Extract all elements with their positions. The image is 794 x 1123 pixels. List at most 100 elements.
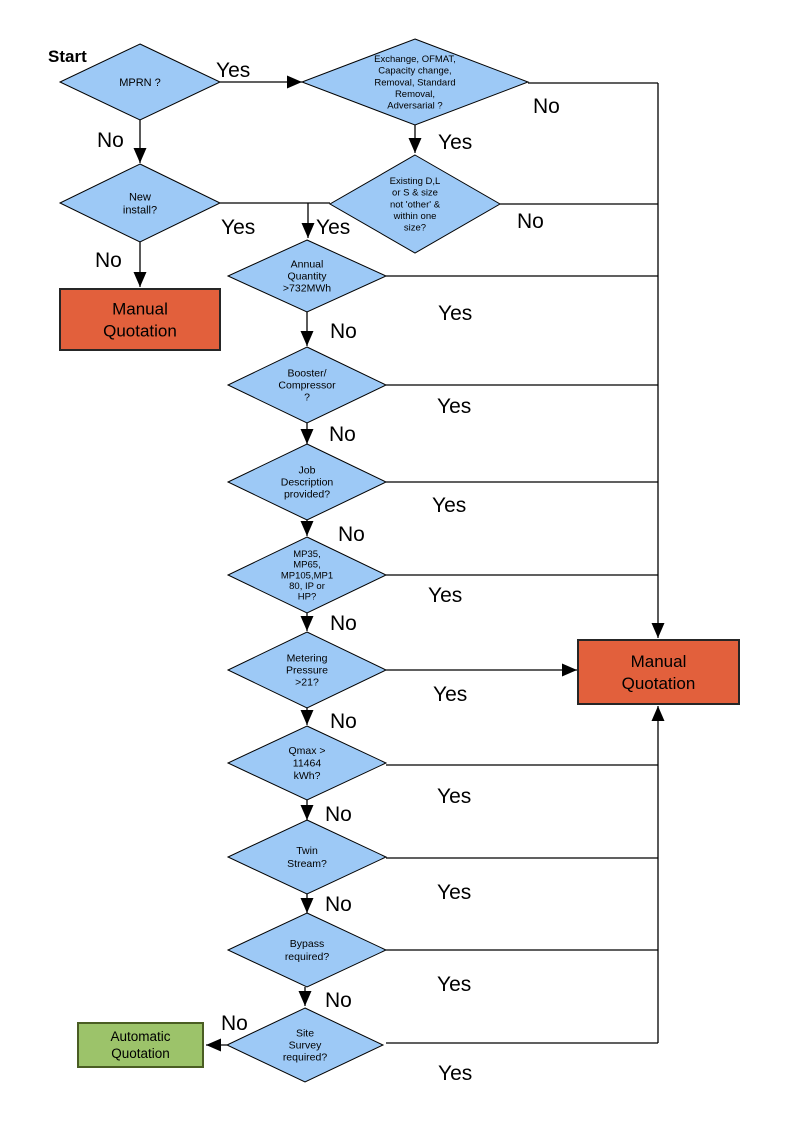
- exchange-diamond: [300, 38, 530, 126]
- edge-label-site-yes: Yes: [438, 1062, 472, 1085]
- edge-label-mp-no: No: [330, 612, 357, 635]
- edge-jobdesc-no-arrowhead-icon: [300, 521, 314, 536]
- edge-metering-no-arrowhead-icon: [300, 710, 314, 725]
- twin-stream-label-line: Stream?: [287, 858, 327, 870]
- mp-tier-label-line: 80, IP or: [289, 581, 325, 592]
- automatic-quotation-label-line: Quotation: [111, 1046, 170, 1061]
- edge-label-annual-no: No: [330, 320, 357, 343]
- edge-label-mprn-no: No: [97, 129, 124, 152]
- edge-label-annual-yes: Yes: [438, 302, 472, 325]
- edge-qmax-no-arrowhead-icon: [300, 805, 314, 820]
- edge-label-site-no: No: [221, 1012, 248, 1035]
- existing-label-line: or S & size: [392, 188, 438, 199]
- metering-pressure-label-line: Pressure: [286, 665, 328, 677]
- booster-label: Booster/Compressor?: [278, 368, 336, 404]
- manual-quotation-left-box: [59, 288, 221, 351]
- manual-quotation-right-box: [577, 639, 740, 705]
- node-mprn: MPRN ?: [58, 43, 222, 121]
- mp-tier-label-line: MP35,: [293, 549, 320, 560]
- edge-label-twin-yes: Yes: [437, 881, 471, 904]
- job-description-diamond: [226, 443, 388, 521]
- edge-label-twin-no: No: [325, 893, 352, 916]
- exchange-label-line: Exchange, OFMAT,: [374, 54, 456, 65]
- automatic-quotation-label-line: Automatic: [110, 1029, 170, 1044]
- booster-label-line: Booster/: [287, 368, 326, 380]
- existing-label-line: not 'other' &: [390, 199, 441, 210]
- mp-tier-label-line: MP105,MP1: [281, 570, 333, 581]
- edge-label-mp-yes: Yes: [428, 584, 462, 607]
- start-label: Start: [48, 47, 87, 66]
- edge-label-booster-no: No: [329, 423, 356, 446]
- edge-label-new-install-no: No: [95, 249, 122, 272]
- mprn-label: MPRN ?: [119, 77, 161, 89]
- metering-pressure-label-line: Metering: [287, 653, 328, 665]
- new-install-diamond: [58, 163, 222, 243]
- exchange-label-line: Adversarial ?: [387, 101, 442, 112]
- existing-label-line: within one: [393, 211, 437, 222]
- job-description-label-line: provided?: [284, 489, 330, 501]
- annual-quantity-diamond: [226, 239, 388, 313]
- edge-twin-no-arrowhead-icon: [300, 898, 314, 913]
- edge-label-jobdesc-no: No: [338, 523, 365, 546]
- node-booster: Booster/Compressor?: [226, 346, 388, 424]
- metering-pressure-diamond: [226, 631, 388, 709]
- site-survey-label-line: required?: [283, 1052, 328, 1064]
- manual-quotation-right-label-line: Quotation: [622, 674, 696, 693]
- site-survey-diamond: [225, 1007, 385, 1083]
- edge-label-existing-yes: Yes: [316, 216, 350, 239]
- mprn-label-line: MPRN ?: [119, 77, 161, 89]
- edge-right-rail-top-arrowhead-icon: [651, 623, 665, 638]
- edge-label-metering-yes: Yes: [433, 683, 467, 706]
- bypass-label-line: required?: [285, 951, 330, 963]
- edge-label-metering-no: No: [330, 710, 357, 733]
- existing-diamond: [328, 154, 502, 254]
- mprn-diamond: [58, 43, 222, 121]
- edge-merge-into-annual-arrowhead-icon: [301, 223, 315, 238]
- edge-site-no-arrowhead-icon: [206, 1038, 221, 1052]
- edge-label-booster-yes: Yes: [437, 395, 471, 418]
- new-install-label-line: New: [129, 191, 151, 203]
- exchange-label-line: Removal, Standard: [374, 77, 455, 88]
- edge-new-install-no-arrowhead-icon: [133, 272, 147, 287]
- qmax-diamond: [226, 725, 388, 801]
- booster-label-line: Compressor: [278, 380, 336, 392]
- mp-tier-label-line: MP65,: [293, 560, 320, 571]
- booster-label-line: ?: [304, 392, 310, 404]
- edge-annual-no-arrowhead-icon: [300, 331, 314, 346]
- edge-exchange-yes-arrowhead-icon: [408, 138, 422, 153]
- job-description-label-line: Job: [299, 465, 316, 477]
- bypass-label-line: Bypass: [290, 938, 324, 950]
- edge-label-exchange-yes: Yes: [438, 131, 472, 154]
- existing-label-line: Existing D,L: [390, 176, 441, 187]
- edge-label-exchange-no: No: [533, 95, 560, 118]
- twin-stream-label-line: Twin: [296, 845, 318, 857]
- edge-bypass-no-arrowhead-icon: [298, 991, 312, 1006]
- twin-stream-diamond: [226, 819, 388, 895]
- mp-tier-diamond: [226, 536, 388, 614]
- booster-diamond: [226, 346, 388, 424]
- edge-label-qmax-no: No: [325, 803, 352, 826]
- node-exchange: Exchange, OFMAT,Capacity change,Removal,…: [300, 38, 530, 126]
- edge-label-existing-no: No: [517, 210, 544, 233]
- edge-mprn-yes-arrowhead-icon: [287, 75, 302, 89]
- edge-mprn-no-arrowhead-icon: [133, 148, 147, 163]
